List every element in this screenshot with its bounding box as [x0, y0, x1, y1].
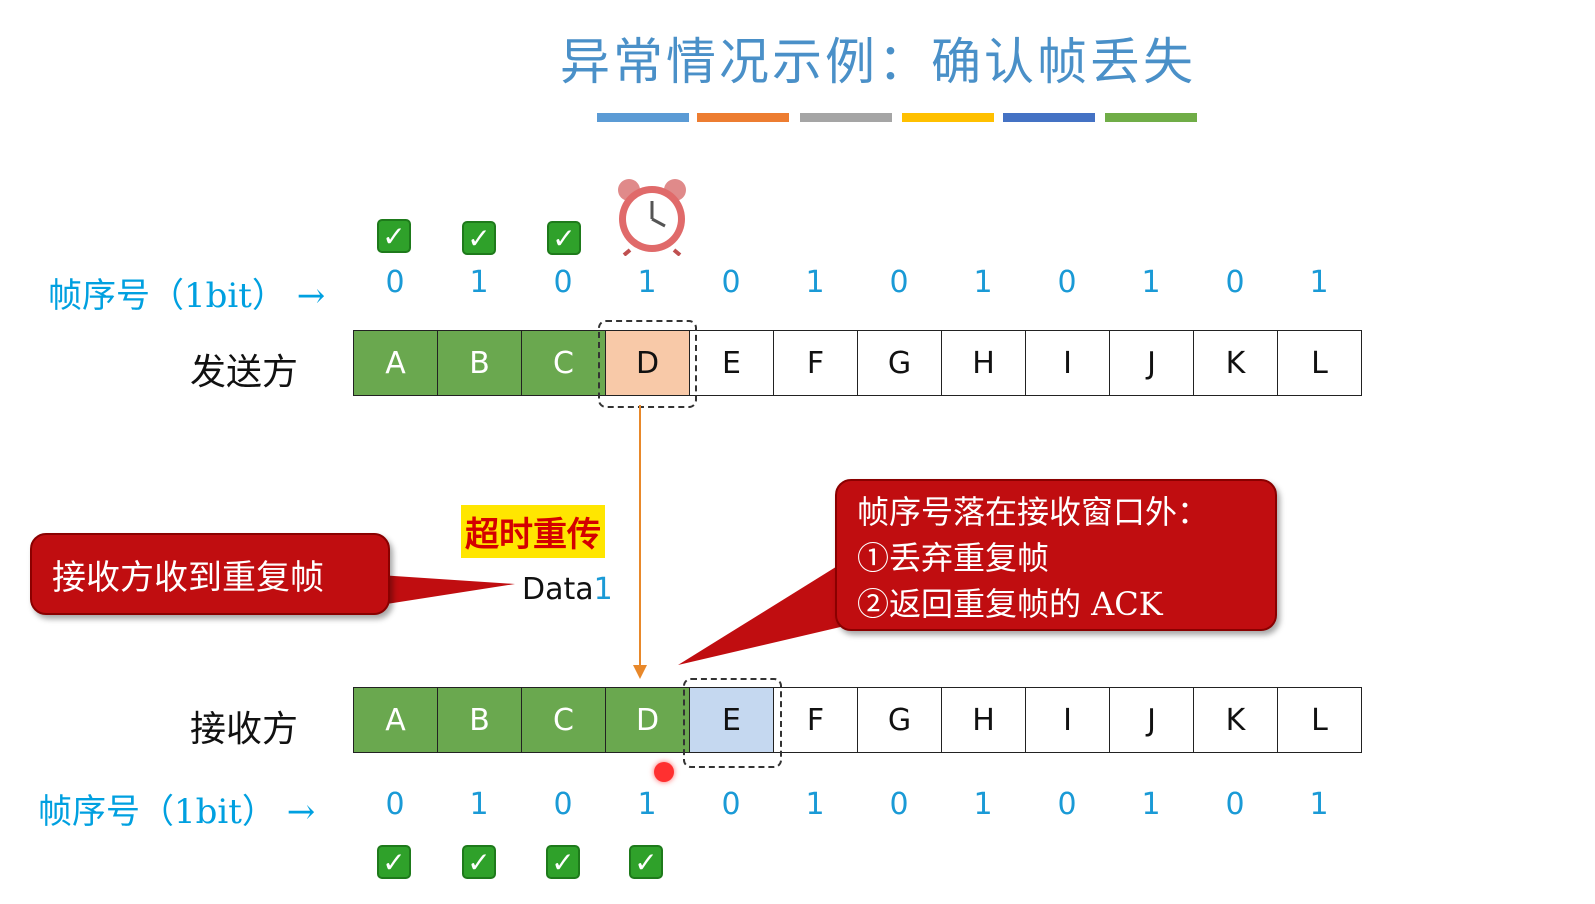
sender-window — [598, 320, 697, 408]
alarm-clock-icon — [612, 176, 692, 257]
retransmit-label: 超时重传 — [461, 505, 605, 558]
receiver-frame-l: L — [1277, 687, 1362, 753]
check-icon: ✓ — [462, 221, 496, 255]
stripe-5 — [1003, 113, 1095, 122]
sender-seq-label: 帧序号（1bit） → — [48, 276, 326, 316]
check-icon: ✓ — [629, 845, 663, 879]
check-icon: ✓ — [377, 219, 411, 253]
sender-seq-number: 0 — [889, 265, 909, 300]
sender-sequence: 0 1 0 1 0 1 0 1 0 1 0 1 — [353, 265, 1361, 300]
sender-frame-c: C — [521, 330, 606, 396]
sender-seq-number: 1 — [1309, 265, 1329, 300]
sender-seq-number: 1 — [637, 265, 657, 300]
check-icon: ✓ — [462, 845, 496, 879]
check-icon: ✓ — [547, 221, 581, 255]
receiver-frame-f: F — [773, 687, 858, 753]
callout-left: 接收方收到重复帧 — [30, 533, 390, 615]
receiver-seq-number: 0 — [1057, 787, 1077, 822]
callout-right-line2: ①丢弃重复帧 — [857, 539, 1050, 577]
receiver-seq-number: 1 — [805, 787, 825, 822]
check-icon: ✓ — [546, 845, 580, 879]
receiver-frame-d: D — [605, 687, 690, 753]
receiver-seq-number: 1 — [469, 787, 489, 822]
receiver-seq-number: 1 — [637, 787, 657, 822]
receiver-seq-number: 0 — [385, 787, 405, 822]
retransmit-arrow — [633, 405, 647, 679]
pointer-dot-icon — [654, 762, 674, 782]
receiver-sequence: 0 1 0 1 0 1 0 1 0 1 0 1 — [353, 787, 1361, 822]
sender-seq-number: 0 — [721, 265, 741, 300]
sender-frame-b: B — [437, 330, 522, 396]
receiver-frame-c: C — [521, 687, 606, 753]
receiver-seq-number: 0 — [553, 787, 573, 822]
sender-seq-number: 1 — [973, 265, 993, 300]
sender-label: 发送方 — [190, 352, 299, 393]
sender-seq-number: 0 — [385, 265, 405, 300]
callout-right-line3: ②返回重复帧的 ACK — [857, 585, 1163, 623]
receiver-seq-number: 0 — [721, 787, 741, 822]
data-label: Data1 — [522, 572, 613, 607]
sender-seq-number: 1 — [805, 265, 825, 300]
receiver-seq-number: 1 — [973, 787, 993, 822]
receiver-frame-b: B — [437, 687, 522, 753]
sender-seq-number: 0 — [1225, 265, 1245, 300]
sender-frame-e: E — [689, 330, 774, 396]
receiver-frame-j: J — [1109, 687, 1194, 753]
receiver-seq-number: 1 — [1309, 787, 1329, 822]
receiver-seq-label: 帧序号（1bit） → — [38, 792, 316, 832]
sender-seq-number: 1 — [469, 265, 489, 300]
sender-frame-h: H — [941, 330, 1026, 396]
stripe-4 — [902, 113, 994, 122]
sender-frame-g: G — [857, 330, 942, 396]
sender-frame-f: F — [773, 330, 858, 396]
stripe-3 — [800, 113, 892, 122]
sender-seq-number: 0 — [1057, 265, 1077, 300]
sender-frame-l: L — [1277, 330, 1362, 396]
receiver-window — [683, 678, 782, 768]
sender-frame-a: A — [353, 330, 438, 396]
receiver-frame-e: E — [689, 687, 774, 753]
receiver-frame-h: H — [941, 687, 1026, 753]
receiver-label: 接收方 — [190, 709, 299, 750]
check-icon: ✓ — [377, 845, 411, 879]
receiver-frame-i: I — [1025, 687, 1110, 753]
receiver-frame-k: K — [1193, 687, 1278, 753]
callout-right-pointer — [678, 565, 849, 665]
sender-frame-j: J — [1109, 330, 1194, 396]
sender-frame-i: I — [1025, 330, 1110, 396]
stripe-6 — [1105, 113, 1197, 122]
sender-seq-number: 1 — [1141, 265, 1161, 300]
sender-frame-k: K — [1193, 330, 1278, 396]
page-title: 异常情况示例：确认帧丢失 — [560, 33, 1196, 91]
stripe-2 — [697, 113, 789, 122]
receiver-frame-g: G — [857, 687, 942, 753]
sender-frame-d: D — [605, 330, 690, 396]
sender-seq-number: 0 — [553, 265, 573, 300]
receiver-seq-number: 0 — [889, 787, 909, 822]
callout-left-pointer — [380, 575, 515, 605]
callout-right: 帧序号落在接收窗口外： ①丢弃重复帧 ②返回重复帧的 ACK — [835, 479, 1277, 631]
receiver-frame-a: A — [353, 687, 438, 753]
stripe-1 — [597, 113, 689, 122]
receiver-seq-number: 1 — [1141, 787, 1161, 822]
callout-right-line1: 帧序号落在接收窗口外： — [857, 493, 1210, 531]
receiver-seq-number: 0 — [1225, 787, 1245, 822]
